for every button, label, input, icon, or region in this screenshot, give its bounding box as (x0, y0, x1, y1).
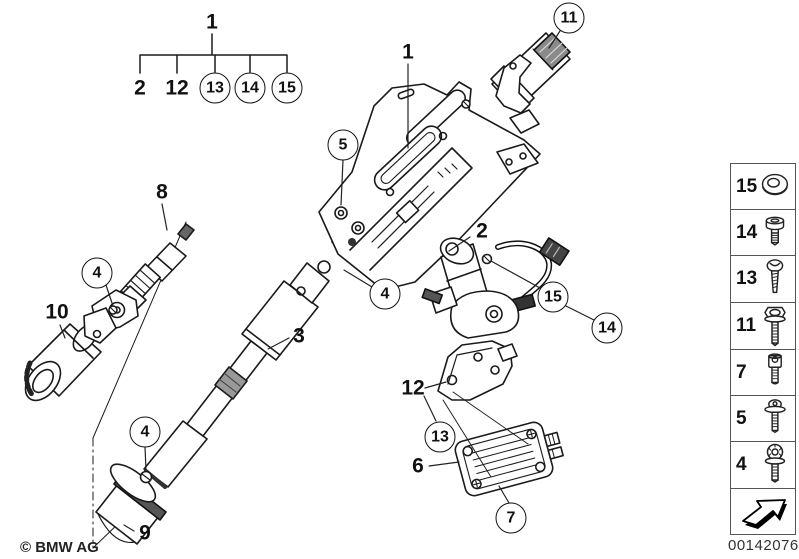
callout-12-bracket[interactable]: 12 (401, 376, 425, 400)
shoulder-screw-icon (765, 216, 785, 246)
legend-item-5[interactable]: 5 (731, 396, 795, 442)
clamp-tube-part (24, 323, 102, 402)
mounting-bracket-part (437, 340, 518, 401)
tree-root-label[interactable]: 1 (206, 10, 218, 34)
legend-label: 11 (736, 315, 757, 337)
legend-item-13[interactable]: 13 (731, 256, 795, 303)
callout-3-shaft[interactable]: 3 (293, 324, 305, 348)
legend-label: 5 (736, 407, 747, 429)
legend-label: 7 (736, 361, 747, 383)
tree-balloon-14[interactable]: 14 (234, 72, 266, 104)
grommet-icon (761, 173, 789, 195)
column-housing-part (318, 81, 541, 291)
legend-item-11[interactable]: 11 (731, 303, 795, 350)
legend-item-4[interactable]: 4 (731, 442, 795, 489)
callout-11-balloon[interactable]: 11 (553, 2, 585, 34)
lower-shaft-parts (95, 280, 319, 545)
legend-label: 4 (736, 454, 747, 476)
image-number: 00142076 (728, 537, 799, 554)
callout-14-balloon[interactable]: 14 (591, 312, 623, 344)
torx-bolt-icon (764, 443, 786, 483)
tree-item-12[interactable]: 12 (165, 76, 189, 100)
callout-1-housing[interactable]: 1 (402, 40, 414, 64)
callout-8-shaft[interactable]: 8 (156, 180, 168, 204)
callout-4-balloon-mid[interactable]: 4 (369, 278, 401, 310)
tree-balloon-13[interactable]: 13 (199, 72, 231, 104)
callout-6-ecu[interactable]: 6 (412, 454, 424, 478)
callout-10-tube[interactable]: 10 (45, 300, 69, 324)
upper-shaft-part (490, 32, 571, 114)
callout-9-boot[interactable]: 9 (139, 521, 151, 545)
copyright-text: © BMW AG (20, 539, 99, 556)
legend-item-15[interactable]: 15 (731, 164, 795, 211)
legend-label: 13 (736, 268, 758, 290)
socket-head-screw-icon (768, 353, 782, 385)
tapping-screw-icon (766, 259, 784, 294)
callout-2-motor[interactable]: 2 (476, 219, 488, 243)
leader-lines (59, 30, 595, 532)
callout-4-balloon-bottom[interactable]: 4 (129, 416, 161, 448)
tree-balloon-15[interactable]: 15 (271, 72, 303, 104)
adjustment-motor-part (421, 237, 570, 339)
double-joint-part (83, 223, 195, 344)
fastener-legend-panel: 15 14 13 (730, 163, 796, 535)
callout-15-balloon[interactable]: 15 (537, 281, 569, 313)
callout-tree-lines (139, 33, 288, 74)
callout-5-balloon[interactable]: 5 (327, 129, 359, 161)
tree-item-2[interactable]: 2 (134, 76, 146, 100)
callout-7-balloon[interactable]: 7 (495, 502, 527, 534)
callout-4-balloon-left[interactable]: 4 (81, 257, 113, 289)
control-unit-part (454, 421, 564, 497)
previous-diagram-arrow-icon (741, 499, 787, 530)
flange-screw-icon (764, 399, 786, 434)
legend-item-14[interactable]: 14 (731, 210, 795, 257)
legend-label: 15 (736, 176, 758, 198)
callout-13-balloon[interactable]: 13 (424, 421, 456, 453)
legend-label: 14 (736, 222, 758, 244)
legend-arrow-cell[interactable] (731, 489, 795, 534)
legend-item-7[interactable]: 7 (731, 350, 795, 396)
hex-flange-bolt-icon (764, 306, 786, 346)
